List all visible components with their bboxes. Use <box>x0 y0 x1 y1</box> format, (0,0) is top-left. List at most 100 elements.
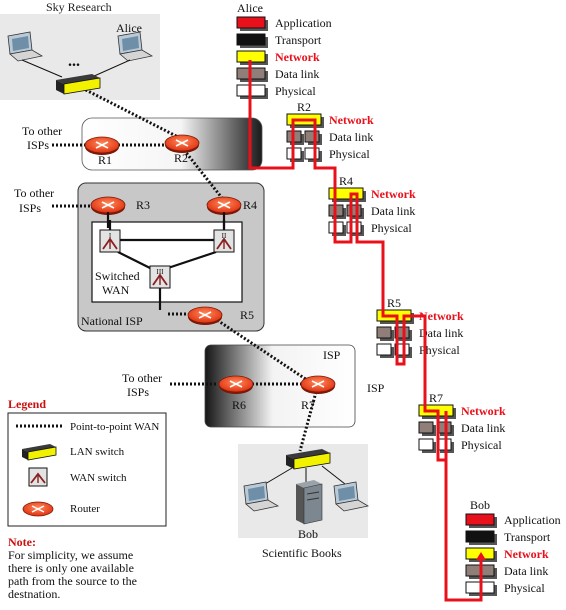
other-isps-r6-line2: ISPs <box>127 385 149 399</box>
ellipsis-label: ... <box>68 53 80 70</box>
r7-layer-label: Data link <box>461 421 505 435</box>
wan-switch-icon: II <box>213 229 235 253</box>
switched-wan-label-1: Switched <box>95 269 140 283</box>
isp-middle-label: ISP <box>367 381 385 395</box>
alice-layer-label: Application <box>275 16 332 30</box>
router-icon <box>84 136 120 155</box>
router-label-r5: R5 <box>240 308 254 322</box>
router-label-r3: R3 <box>136 198 150 212</box>
packet-path-line <box>248 60 483 602</box>
bob-layer-label: Data link <box>504 564 548 578</box>
r4-layer-label: Data link <box>371 204 415 218</box>
legend-label-lan: LAN switch <box>70 446 125 458</box>
other-isps-r3-line1: To other <box>14 186 54 200</box>
switched-wan-label-2: WAN <box>102 283 130 297</box>
isp-r6-r7-region: ISP <box>204 344 356 428</box>
other-isps-r6-line1: To other <box>122 371 162 385</box>
legend-label-router: Router <box>70 503 100 515</box>
legend-label-wan: Point-to-point WAN <box>70 421 159 433</box>
bob-stack-title: Bob <box>470 498 490 512</box>
r2-layer-label: Data link <box>329 130 373 144</box>
r7-layer-label: Network <box>461 404 506 418</box>
laptop-icon <box>7 31 44 62</box>
router-icon <box>300 375 336 394</box>
national-isp-label: National ISP <box>81 314 143 328</box>
alice-layer-label: Transport <box>275 33 322 47</box>
legend-title: Legend <box>8 397 46 411</box>
wan-switch-label-s2: II <box>222 232 227 240</box>
r7-stack-title: R7 <box>429 391 443 405</box>
sky-research-lan: ... Alice <box>7 21 154 95</box>
laptop-icon <box>117 31 154 62</box>
note-line-2: there is only one available <box>8 561 134 575</box>
other-isps-r3-line2: ISPs <box>19 201 41 215</box>
point-to-point-links <box>52 86 318 452</box>
router-label-r4: R4 <box>243 198 257 212</box>
isp-box-label: ISP <box>323 348 341 362</box>
router-label-r7: R7 <box>301 398 315 412</box>
r2-layer-label: Physical <box>329 147 370 161</box>
other-isps-r1-line1: To other <box>22 124 62 138</box>
link-r5-to-r7 <box>213 316 311 384</box>
r2-layer-label: Network <box>329 113 374 127</box>
bob-layer-label: Application <box>504 513 561 527</box>
r7-layer-label: Physical <box>461 438 502 452</box>
legend: Legend Point-to-point WAN LAN switch WAN… <box>7 397 167 527</box>
r5-stack-title: R5 <box>387 296 401 310</box>
server-icon <box>296 480 323 525</box>
wan-switch-icon <box>28 467 48 487</box>
scientific-books-label: Scientific Books <box>262 546 342 560</box>
note-line-3: path from the source to the <box>8 574 137 588</box>
wan-switch-label-s3: III <box>157 268 165 276</box>
packet-path <box>248 60 486 602</box>
alice-layer-label: Data link <box>275 67 319 81</box>
legend-label-wanswitch: WAN switch <box>70 472 127 484</box>
router-icon <box>218 375 254 394</box>
arrow-up-icon <box>476 552 486 560</box>
alice-layer-label: Physical <box>275 84 316 98</box>
sky-research-label: Sky Research <box>46 0 112 14</box>
router-icon <box>22 501 54 517</box>
r4-layer-label: Network <box>371 187 416 201</box>
r5-layer-label: Physical <box>419 343 460 357</box>
r2-stack-title: R2 <box>297 100 311 114</box>
r4-layer-label: Physical <box>371 221 412 235</box>
wan-switch-icon: I <box>99 229 121 253</box>
laptop-icon <box>243 481 280 512</box>
bob-layer-label: Network <box>504 547 549 561</box>
bob-layer-label: Transport <box>504 530 551 544</box>
other-isps-r1-line2: ISPs <box>27 138 49 152</box>
laptop-icon <box>333 481 370 512</box>
lan-switch-icon <box>286 449 331 470</box>
bob-lan: Bob <box>243 449 370 541</box>
alice-host-label: Alice <box>116 21 142 35</box>
router-label-r2: R2 <box>174 151 188 165</box>
note: Note: For simplicity, we assume there is… <box>8 535 137 601</box>
lan-switch-icon <box>22 444 57 461</box>
router-icon <box>206 196 242 215</box>
router-label-r1: R1 <box>98 153 112 167</box>
router-icon <box>187 306 223 325</box>
note-title: Note: <box>8 535 36 549</box>
lan-switch-icon <box>56 74 101 95</box>
router-icon <box>164 134 200 153</box>
bob-layer-label: Physical <box>504 581 545 595</box>
alice-layer-label: Network <box>275 50 320 64</box>
router-label-r6: R6 <box>232 398 246 412</box>
other-isps-labels: To other ISPs To other ISPs To other ISP… <box>14 124 162 399</box>
note-line-1: For simplicity, we assume <box>8 548 133 562</box>
r5-layer-label: Network <box>419 309 464 323</box>
wan-switch-label-s1: I <box>109 232 112 240</box>
switched-wan-links <box>108 220 226 310</box>
bob-host-label: Bob <box>298 527 318 541</box>
r4-stack-title: R4 <box>339 174 353 188</box>
r5-layer-label: Data link <box>419 326 463 340</box>
